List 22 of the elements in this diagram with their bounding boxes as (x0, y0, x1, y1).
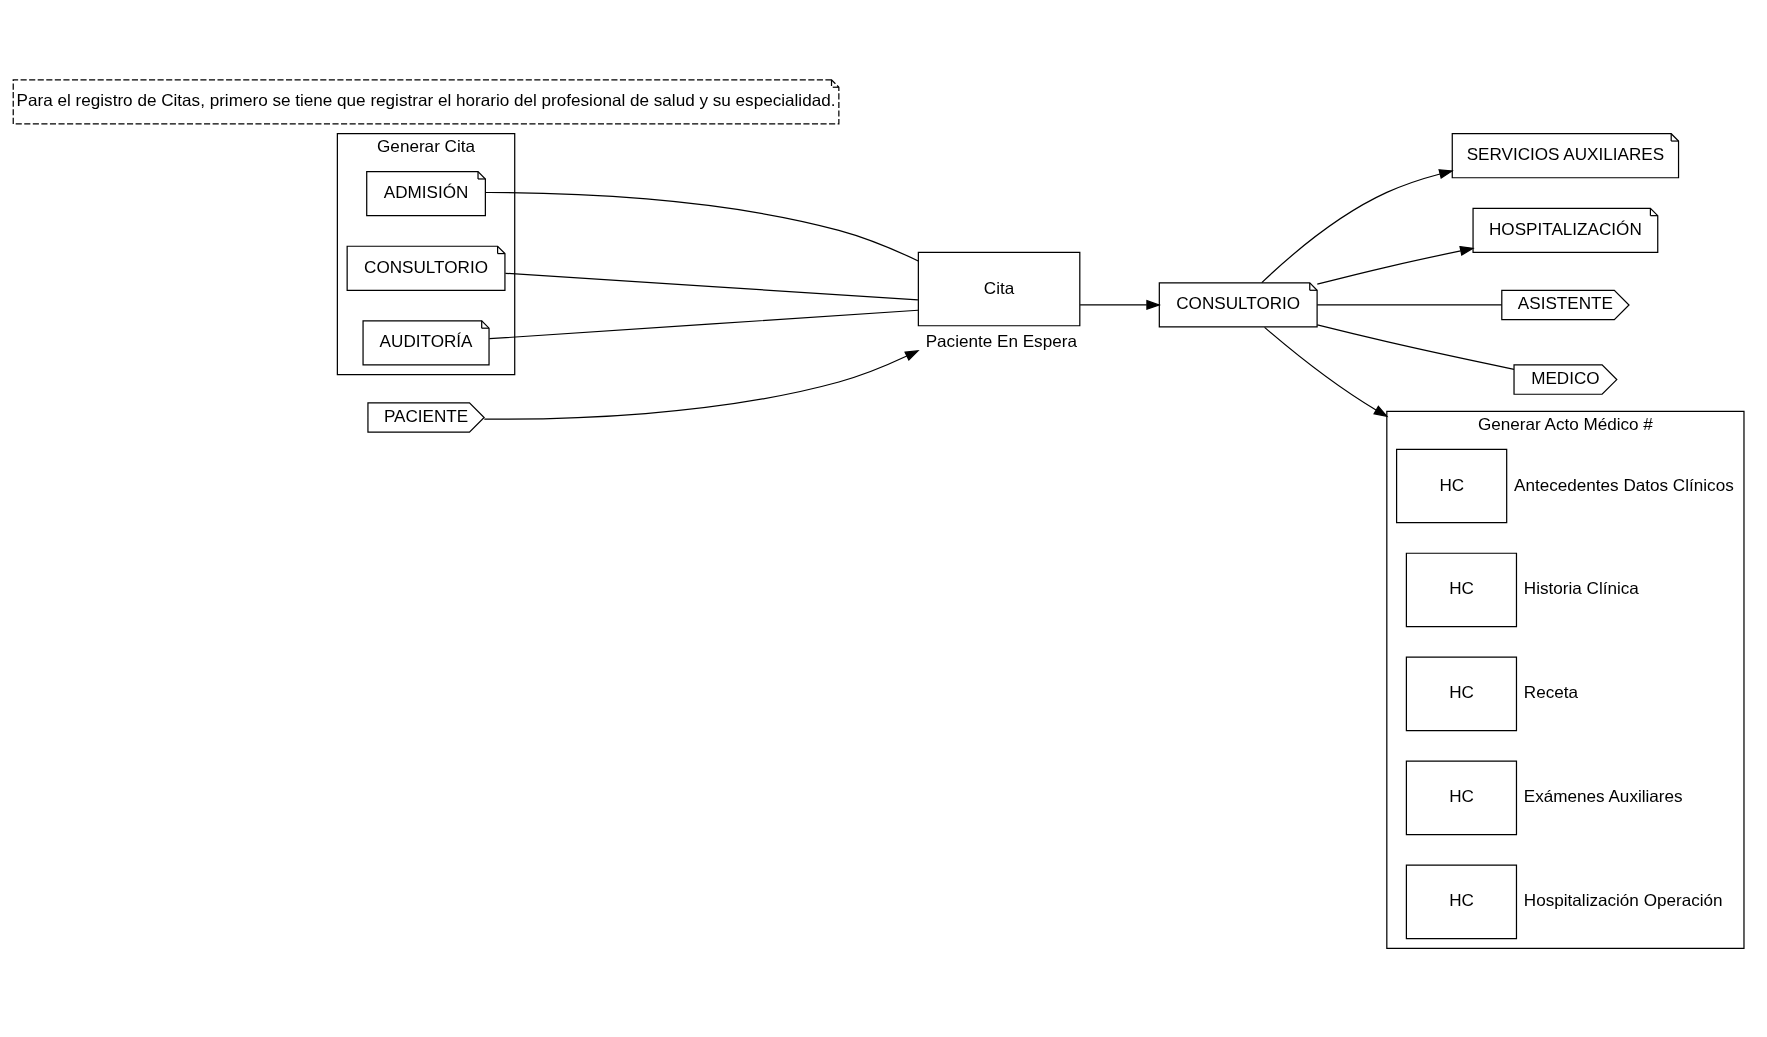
arrow (1261, 168, 1454, 283)
connector (504, 272, 919, 300)
node-box: HC (1405, 656, 1518, 731)
node-label: Antecedentes Datos Clínicos (1514, 475, 1734, 494)
node-label: Historia Clínica (1523, 578, 1639, 598)
node-label: Hospitalización Operación (1523, 890, 1723, 910)
node-box: HC (1405, 552, 1518, 627)
connector (1316, 323, 1515, 370)
arrow (483, 349, 920, 420)
node-label: Paciente En Espera (925, 331, 1077, 351)
node-label: Receta (1523, 682, 1579, 702)
connector (488, 309, 919, 339)
node-box: HC (1405, 760, 1518, 835)
connector (1316, 303, 1503, 306)
arrow (1079, 299, 1161, 310)
node-box: HC (1405, 864, 1518, 939)
node-box: Cita (917, 251, 1081, 326)
arrow (1263, 326, 1389, 417)
connector (485, 191, 919, 262)
arrow (1316, 245, 1475, 285)
node-box: HC (1396, 448, 1508, 523)
node-label: Exámenes Auxiliares (1523, 786, 1683, 806)
